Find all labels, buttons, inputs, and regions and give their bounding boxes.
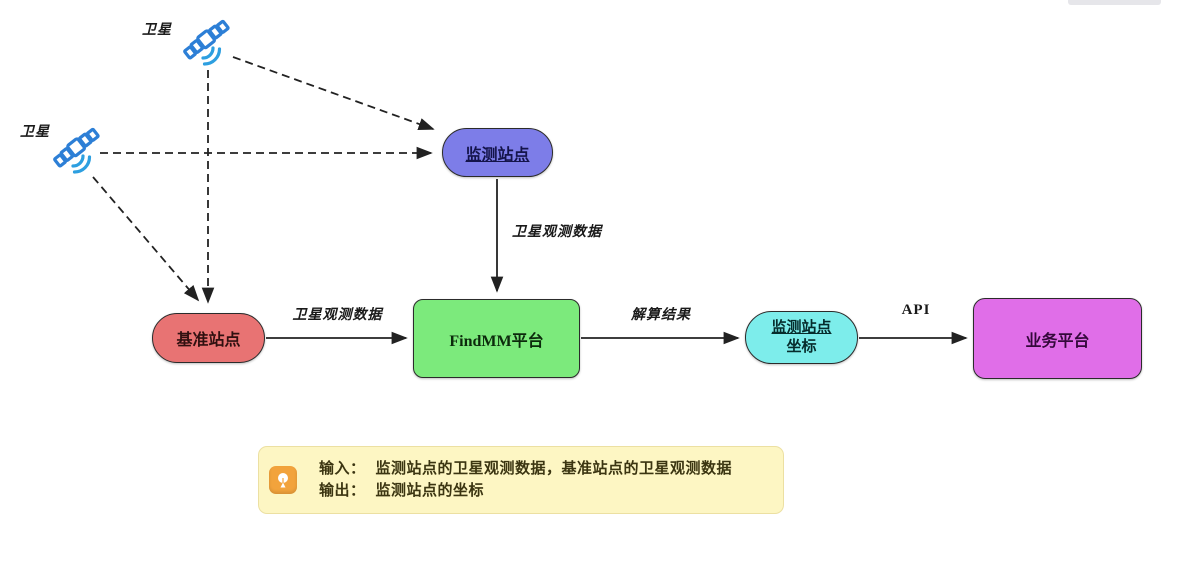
node-findmm-platform-label: FindMM平台 — [449, 332, 544, 350]
edge-label-base-to-findmm: 卫星观测数据 — [292, 308, 383, 323]
node-monitor-coords-label-line1: 监测站点 — [771, 319, 832, 336]
io-note-input-line: 输入： 监测站点的卫星观测数据，基准站点的卫星观测数据 — [319, 458, 732, 480]
edge-label-coords-to-business: API — [901, 302, 931, 318]
node-base-station: 基准站点 — [152, 313, 265, 363]
satellite-icon — [183, 19, 230, 66]
io-note-output-value: 监测站点的坐标 — [375, 483, 485, 499]
edge-label-monitor-to-findmm: 卫星观测数据 — [512, 225, 602, 240]
node-monitor-coords-label-line2: 坐标 — [786, 338, 817, 355]
node-monitor-station: 监测站点 — [442, 128, 553, 177]
edge-label-findmm-to-coords: 解算结果 — [631, 308, 691, 323]
io-note-box: 输入： 监测站点的卫星观测数据，基准站点的卫星观测数据 输出： 监测站点的坐标 — [258, 446, 784, 514]
node-business-platform: 业务平台 — [973, 298, 1142, 379]
satellite-left-label: 卫星 — [20, 125, 50, 140]
satellite-top-label: 卫星 — [142, 23, 172, 38]
satellite-icon — [53, 127, 100, 174]
node-business-platform-label: 业务平台 — [1025, 332, 1090, 350]
window-chrome-fragment — [1068, 0, 1161, 5]
io-note-output-line: 输出： 监测站点的坐标 — [319, 480, 732, 502]
io-note-input-label: 输入： — [319, 461, 366, 477]
node-monitor-station-label: 监测站点 — [465, 146, 530, 164]
node-monitor-coords: 监测站点 坐标 — [745, 311, 858, 364]
signal-satellite-left-to-base-station — [92, 176, 200, 302]
node-base-station-label: 基准站点 — [176, 332, 241, 349]
io-note-input-value: 监测站点的卫星观测数据，基准站点的卫星观测数据 — [375, 461, 733, 477]
signal-satellite-top-to-monitor-station — [232, 56, 435, 131]
io-note-text: 输入： 监测站点的卫星观测数据，基准站点的卫星观测数据 输出： 监测站点的坐标 — [319, 458, 732, 502]
io-note-output-label: 输出： — [319, 483, 366, 499]
node-findmm-platform: FindMM平台 — [413, 299, 580, 378]
tip-lightbulb-icon — [269, 466, 297, 494]
